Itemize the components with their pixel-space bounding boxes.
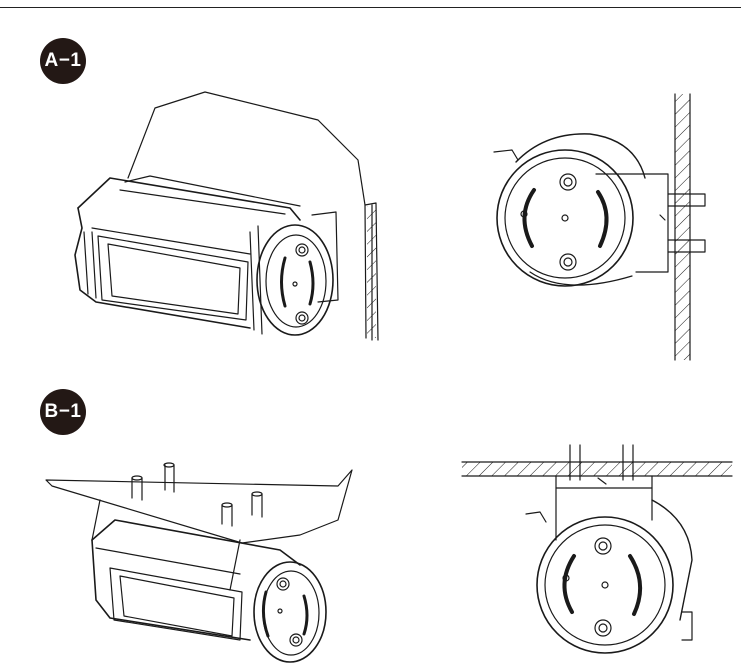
step-badge-b1: B−1 xyxy=(40,389,86,435)
top-divider-line xyxy=(0,7,741,8)
step-badge-a1: A−1 xyxy=(40,38,86,84)
wall-mount-perspective-view xyxy=(74,91,379,341)
ceiling-mount-perspective-view xyxy=(45,462,353,663)
step-label-b1: B−1 xyxy=(44,401,82,422)
wall-mount-side-view xyxy=(493,93,706,361)
ceiling-mount-side-view xyxy=(461,444,733,654)
step-label-a1: A−1 xyxy=(44,50,82,71)
